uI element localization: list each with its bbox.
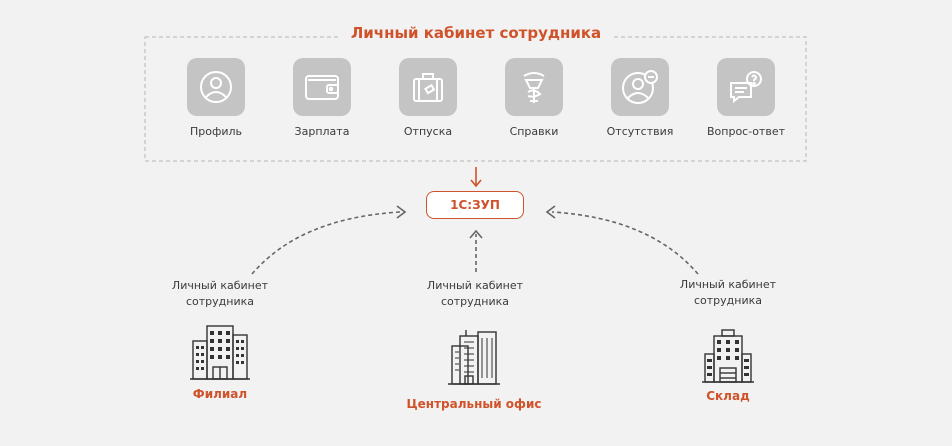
center-connector-arrow <box>469 229 483 272</box>
right-connector-arrow <box>545 205 699 275</box>
module-faq[interactable]: Вопрос-ответ <box>691 58 801 138</box>
profile-icon <box>187 58 245 116</box>
cabinet-label-line: сотрудника <box>693 294 762 307</box>
cabinet-label-line: сотрудника <box>185 295 254 308</box>
cabinet-label-central: Личный кабинет сотрудника <box>410 278 540 310</box>
module-label: Отпуска <box>403 125 453 138</box>
zup-system-box: 1С:ЗУП <box>426 191 524 219</box>
wallet-icon <box>293 58 351 116</box>
site-name-branch: Филиал <box>192 387 248 401</box>
cabinet-label-branch: Личный кабинет сотрудника <box>155 278 285 310</box>
module-vacation[interactable]: Отпуска <box>373 58 483 138</box>
medical-caduceus-icon <box>505 58 563 116</box>
frame-to-zup-arrow <box>470 167 482 188</box>
left-connector-arrow <box>251 205 407 275</box>
module-salary[interactable]: Зарплата <box>267 58 377 138</box>
module-label: Отсутствия <box>606 125 674 138</box>
suitcase-icon <box>399 58 457 116</box>
warehouse-icon <box>702 329 754 383</box>
cabinet-label-line: сотрудника <box>440 295 509 308</box>
skyscraper-icon <box>448 330 500 385</box>
user-minus-icon <box>611 58 669 116</box>
site-name-warehouse: Склад <box>706 389 750 403</box>
module-profile[interactable]: Профиль <box>161 58 271 138</box>
cabinet-label-line: Личный кабинет <box>426 279 524 292</box>
site-name-central-office: Центральный офис <box>406 397 542 411</box>
chat-question-icon <box>717 58 775 116</box>
module-label: Профиль <box>189 125 243 138</box>
office-building-icon <box>190 325 250 380</box>
cabinet-title: Личный кабинет сотрудника <box>340 24 612 42</box>
module-label: Зарплата <box>294 125 350 138</box>
cabinet-label-line: Личный кабинет <box>171 279 269 292</box>
module-label: Справки <box>509 125 559 138</box>
cabinet-label-line: Личный кабинет <box>679 278 777 291</box>
module-certificates[interactable]: Справки <box>479 58 589 138</box>
cabinet-label-warehouse: Личный кабинет сотрудника <box>663 277 793 309</box>
module-absences[interactable]: Отсутствия <box>585 58 695 138</box>
module-label: Вопрос-ответ <box>707 125 785 138</box>
